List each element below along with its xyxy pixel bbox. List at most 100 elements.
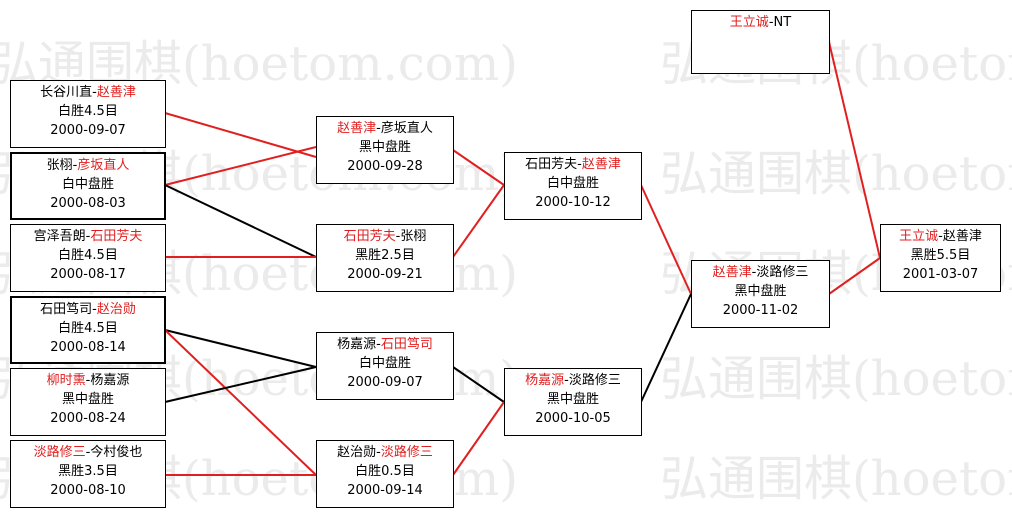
player-separator: - <box>92 85 97 100</box>
match-date: 2000-11-02 <box>722 303 799 318</box>
match-result: 黑中盘胜 <box>61 392 114 407</box>
match-result: 白胜4.5目 <box>58 104 118 119</box>
player-black: 石田笃司 <box>40 302 93 317</box>
match-result: 黑中盘胜 <box>358 140 411 155</box>
connector-lose <box>164 366 317 403</box>
match-date: 2000-09-07 <box>347 375 423 390</box>
match-result: 黑胜3.5目 <box>58 464 118 479</box>
player-black: 淡路修三 <box>33 445 86 460</box>
player-white: 张栩 <box>400 229 427 244</box>
match-players: 宫泽吾朗-石田芳夫 <box>11 227 165 246</box>
player-separator: - <box>768 15 774 30</box>
player-black: 杨嘉源 <box>337 337 377 352</box>
match-box: 杨嘉源-石田笃司白中盘胜 2000-09-07 <box>316 332 454 400</box>
player-black: 石田芳夫 <box>343 229 396 244</box>
match-players: 王立诚-赵善津 <box>881 227 1000 246</box>
match-date: 2000-08-14 <box>50 340 126 355</box>
connector-win <box>640 184 692 295</box>
match-result: 黑中盘胜 <box>546 392 599 407</box>
connector-lose <box>164 329 317 368</box>
match-box: 赵善津-淡路修三黑中盘胜 2000-11-02 <box>691 260 830 328</box>
player-separator: - <box>85 373 91 388</box>
match-date: 2000-08-24 <box>50 411 126 426</box>
player-separator: - <box>938 229 943 244</box>
player-separator: - <box>376 121 381 136</box>
player-white: 赵善津 <box>96 85 136 100</box>
match-players: 石田芳夫-张栩 <box>317 227 453 246</box>
match-box: 王立诚-NT <box>691 10 830 74</box>
match-result: 黑胜5.5目 <box>910 248 971 263</box>
player-separator: - <box>395 229 401 244</box>
player-black: 石田芳夫 <box>525 157 578 172</box>
match-box: 宫泽吾朗-石田芳夫白胜4.5目 2000-08-17 <box>10 224 166 292</box>
connector-win <box>452 401 505 476</box>
match-players: 赵善津-淡路修三 <box>692 263 829 282</box>
player-separator: - <box>85 445 91 460</box>
connector-win <box>164 146 317 186</box>
player-separator: - <box>564 373 569 388</box>
match-players: 淡路修三-今村俊也 <box>11 443 165 462</box>
player-separator: - <box>577 157 582 172</box>
match-date: 2000-10-12 <box>535 195 611 210</box>
match-box: 石田笃司-赵治勋白胜4.5目 2000-08-14 <box>10 296 166 364</box>
match-result: 黑中盘胜 <box>734 284 787 299</box>
match-date: 2001-03-07 <box>902 267 979 282</box>
player-separator: - <box>72 158 78 173</box>
match-result: 黑胜2.5目 <box>355 248 415 263</box>
connector-win <box>452 184 505 258</box>
match-box: 赵治勋-淡路修三白胜0.5目 2000-09-14 <box>316 440 454 508</box>
match-date: 2000-09-28 <box>347 159 423 174</box>
match-box: 石田芳夫-张栩黑胜2.5目 2000-09-21 <box>316 224 454 292</box>
match-players: 赵治勋-淡路修三 <box>317 443 453 462</box>
player-white: 今村俊也 <box>90 445 143 460</box>
match-date: 2000-09-14 <box>347 483 423 498</box>
connector-win <box>164 329 317 476</box>
player-separator: - <box>751 265 757 280</box>
match-date: 2000-08-17 <box>50 267 126 282</box>
connector-lose <box>828 257 881 295</box>
player-white: 赵善津 <box>942 229 982 244</box>
player-separator: - <box>376 445 381 460</box>
player-white: 淡路修三 <box>380 445 433 460</box>
match-result: 白胜0.5目 <box>355 464 415 479</box>
player-black: 赵善津 <box>712 265 752 280</box>
match-players: 王立诚-NT <box>692 13 829 32</box>
match-players: 石田笃司-赵治勋 <box>12 300 164 319</box>
connector-lose <box>640 293 692 403</box>
match-date: 2000-10-05 <box>535 411 611 426</box>
player-separator: - <box>376 337 381 352</box>
match-date: 2000-08-03 <box>50 196 126 211</box>
match-box: 石田芳夫-赵善津白中盘胜 2000-10-12 <box>504 152 642 220</box>
connector-win <box>164 112 317 158</box>
match-players: 赵善津-彦坂直人 <box>317 119 453 138</box>
connector-win <box>452 149 505 186</box>
match-players: 石田芳夫-赵善津 <box>505 155 641 174</box>
player-white: 淡路修三 <box>756 265 809 280</box>
match-box: 王立诚-赵善津黑胜5.5目 2001-03-07 <box>880 224 1001 292</box>
match-box: 赵善津-彦坂直人黑中盘胜 2000-09-28 <box>316 116 454 184</box>
player-black: 王立诚 <box>899 229 939 244</box>
match-result: 白胜4.5目 <box>58 248 118 263</box>
player-black: 赵善津 <box>337 121 377 136</box>
match-players: 杨嘉源-淡路修三 <box>505 371 641 390</box>
match-result: 白中盘胜 <box>546 176 599 191</box>
match-date: 2000-09-21 <box>347 267 423 282</box>
player-black: 杨嘉源 <box>525 373 565 388</box>
match-result: 白中盘胜 <box>358 356 411 371</box>
player-separator: - <box>85 229 91 244</box>
player-white: 石田笃司 <box>380 337 433 352</box>
player-white: 杨嘉源 <box>90 373 130 388</box>
match-result: 白胜4.5目 <box>58 321 118 336</box>
match-players: 杨嘉源-石田笃司 <box>317 335 453 354</box>
connector-lose <box>164 184 317 258</box>
match-players: 长谷川直-赵善津 <box>11 83 165 102</box>
connector-win <box>828 41 881 259</box>
player-black: 张栩 <box>46 158 73 173</box>
match-players: 柳时熏-杨嘉源 <box>11 371 165 390</box>
player-black: 赵治勋 <box>337 445 377 460</box>
player-black: 王立诚 <box>729 15 769 30</box>
player-white: 彦坂直人 <box>77 158 130 173</box>
